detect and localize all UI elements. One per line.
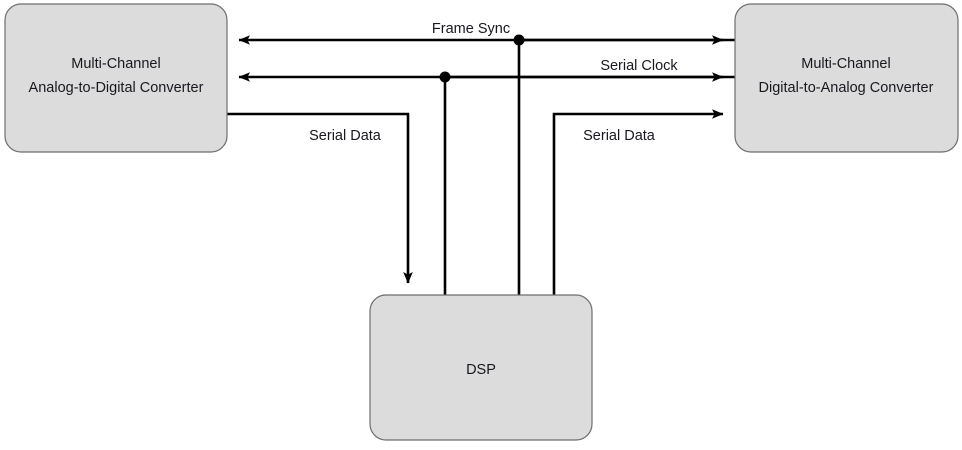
- dac-block[interactable]: Multi-Channel Digital-to-Analog Converte…: [734, 3, 959, 153]
- adc-block-label-line1: Multi-Channel: [71, 56, 160, 72]
- serial-data-dsp-to-dac-path: [552, 109, 724, 296]
- dsp-block-shape[interactable]: [369, 294, 593, 441]
- frame-sync-wire: [238, 35, 735, 296]
- frame-sync-label: Frame Sync: [432, 21, 510, 37]
- serial-data-dsp-to-dac-wire: [552, 109, 724, 296]
- dac-block-label-line1: Multi-Channel: [801, 56, 890, 72]
- dsp-block-label: DSP: [466, 362, 496, 378]
- serial-clock-junction-dot: [439, 71, 451, 83]
- serial-data-dac-label: Serial Data: [583, 128, 656, 144]
- dsp-block[interactable]: DSP: [369, 294, 593, 441]
- adc-block-label-line2: Analog-to-Digital Converter: [29, 80, 204, 96]
- serial-clock-label: Serial Clock: [600, 58, 678, 74]
- dac-block-shape[interactable]: [734, 3, 959, 153]
- dac-block-label-line2: Digital-to-Analog Converter: [759, 80, 934, 96]
- serial-clock-wire: [238, 72, 735, 296]
- adc-block[interactable]: Multi-Channel Analog-to-Digital Converte…: [4, 3, 228, 153]
- serial-data-adc-label: Serial Data: [309, 128, 382, 144]
- frame-sync-junction-dot: [513, 34, 525, 46]
- adc-block-shape[interactable]: [4, 3, 228, 153]
- serial-data-adc-to-dsp-wire: [227, 112, 413, 284]
- serial-data-adc-to-dsp-path: [227, 112, 413, 284]
